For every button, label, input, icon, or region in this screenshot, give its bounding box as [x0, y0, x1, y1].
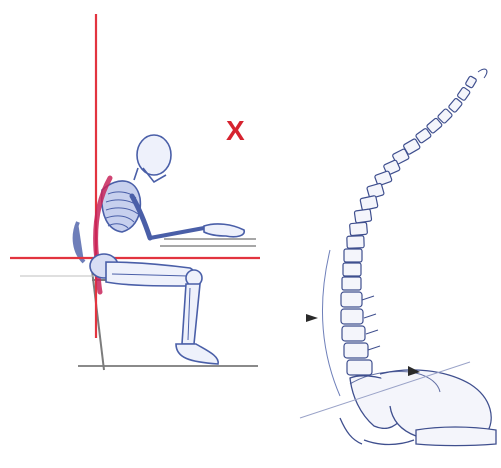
pelvis-sacrum: [340, 370, 496, 446]
hand: [204, 224, 244, 237]
arc-arrow-head: [306, 314, 318, 322]
incorrect-mark: X: [226, 115, 245, 146]
vertebrae: [341, 76, 477, 375]
foot: [176, 344, 218, 364]
spinal-column-group: [300, 69, 496, 445]
seated-figure-group: X: [10, 14, 260, 370]
desk: [160, 239, 256, 246]
skull: [137, 135, 171, 175]
shin: [182, 284, 200, 344]
spine-guide-arc: [323, 250, 340, 396]
skeleton: [90, 135, 244, 364]
